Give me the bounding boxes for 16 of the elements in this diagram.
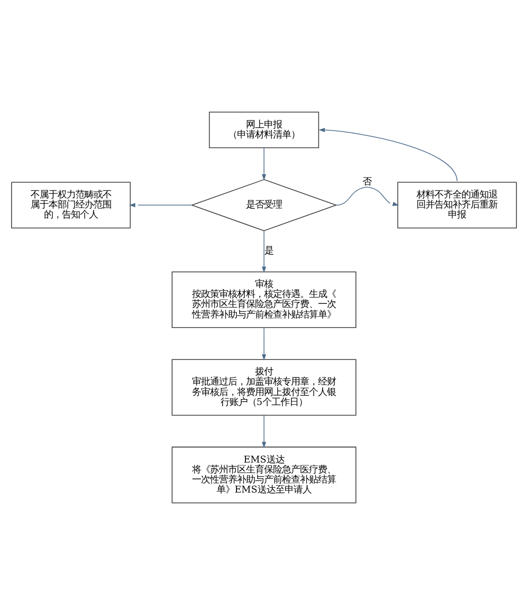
node-box: 不属于权力范畴或不属于本部门经办范围的，告知个人 [11,182,131,228]
edge-label: 否 [362,176,372,188]
node-box: 网上申报 （申请材料清单） [208,112,320,148]
arrow [262,327,266,360]
arrow [318,128,458,182]
node-box: 拨付 审批通过后，加盖审核专用章，经财务审核后，将费用网上拨付至个人银行账户（5个工作日） [172,359,356,416]
arrow [336,186,399,206]
arrow [129,202,192,208]
edge-label: 是 [264,246,274,257]
node-box: EMS送达 将《苏州市区生育保险急产医疗费、一次性营养补助与产前检查补贴结算单》EMS送达至申请人 [172,446,356,504]
arrow [262,414,266,448]
arrow [262,230,266,273]
node-diamond: 是否受理 [190,179,338,232]
node-box: 材料不齐全的通知退回并告知补齐后重新申报 [397,182,517,228]
arrow [262,147,266,180]
node-box: 审核 按政策审核材料，核定待遇。生成《苏州市区生育保险急产医疗费、一次性营养补助与产前检查补贴结算单》 [172,271,356,328]
